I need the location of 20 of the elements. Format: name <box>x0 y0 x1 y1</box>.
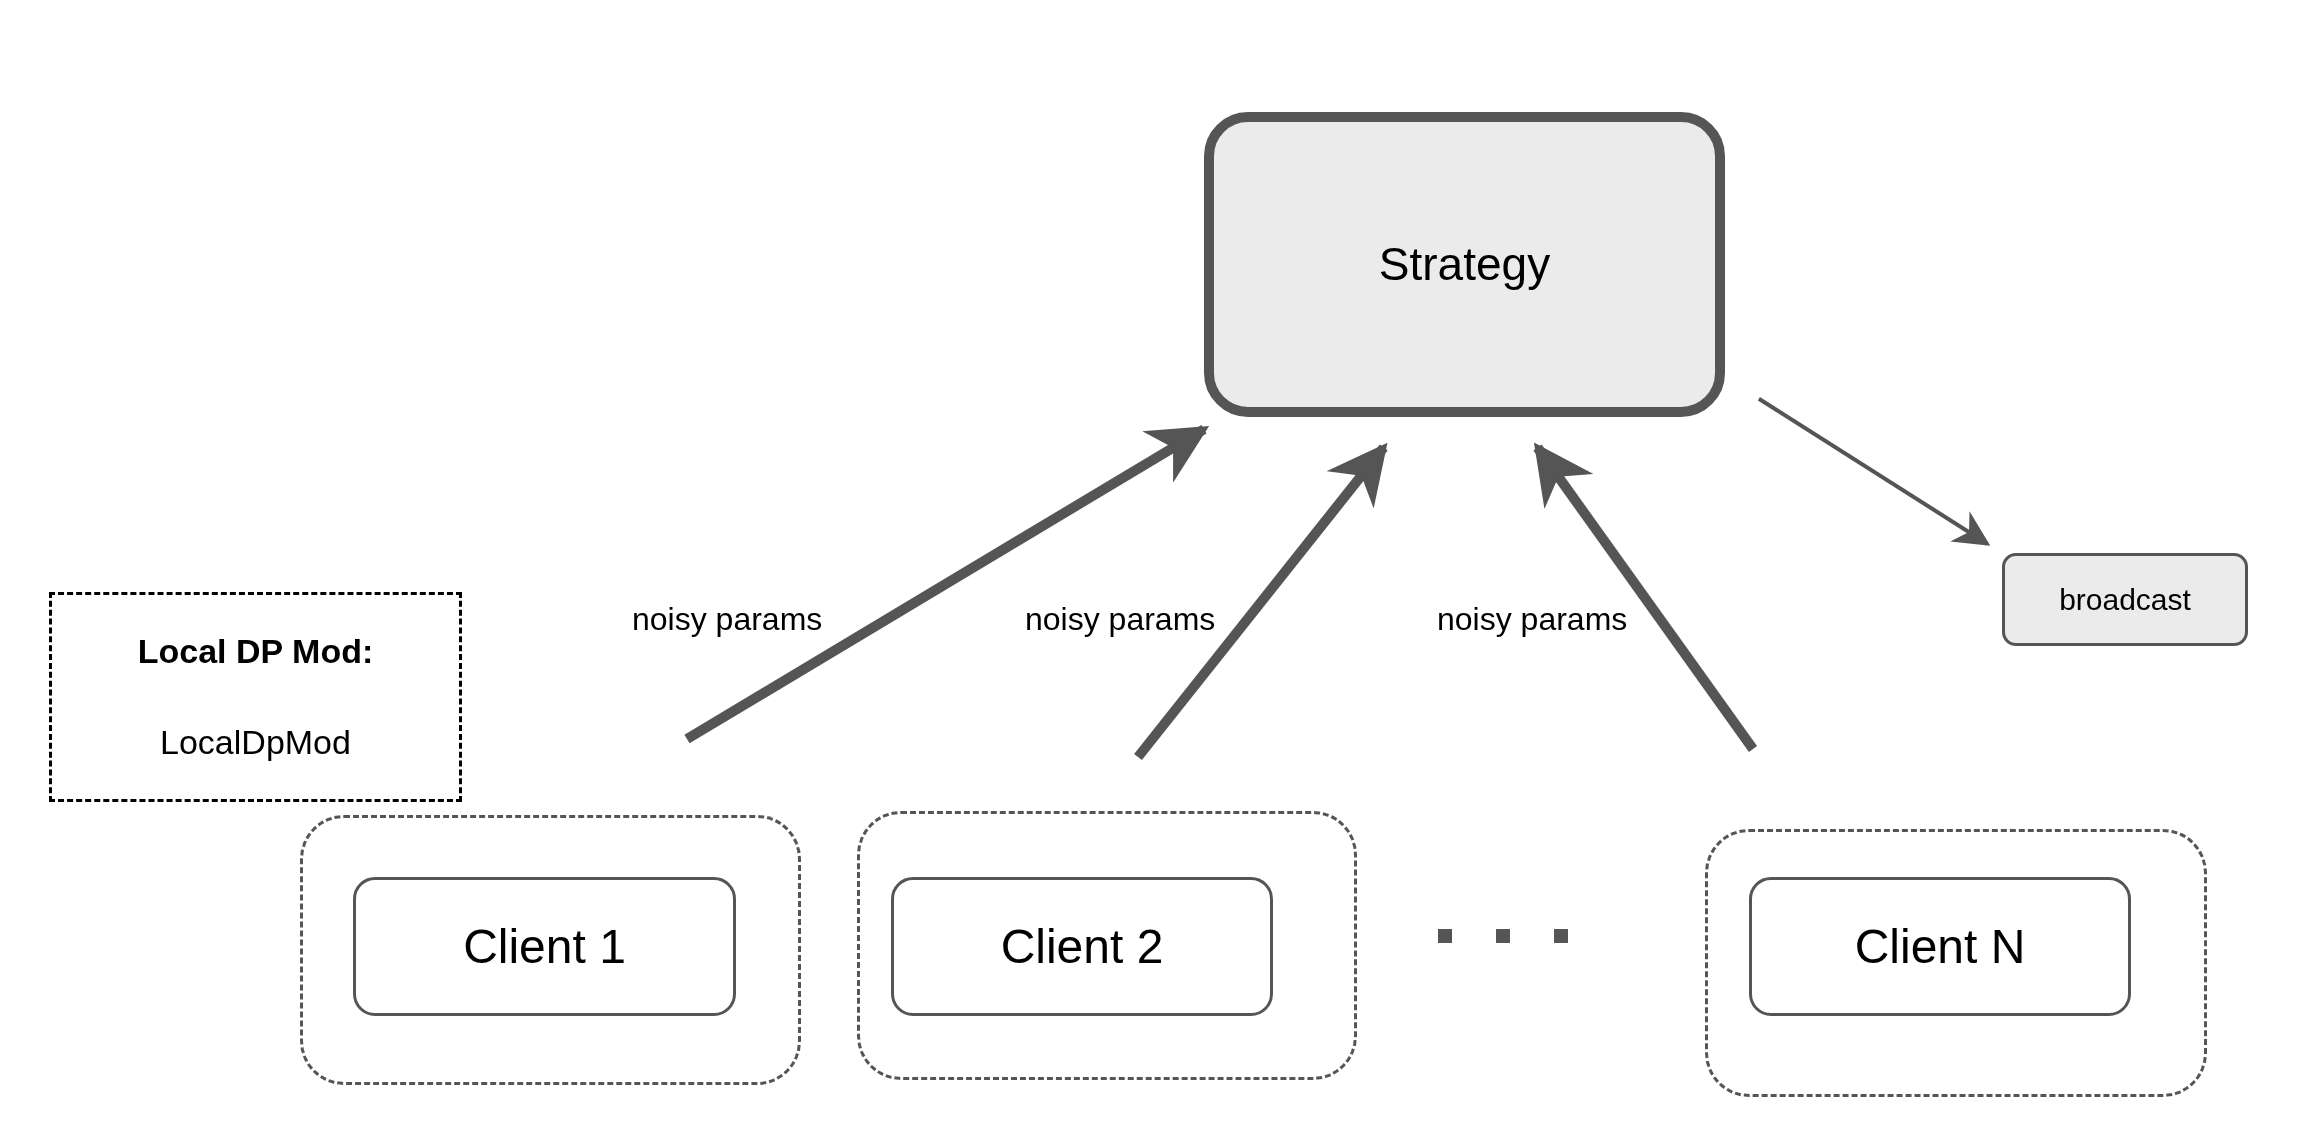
group-box <box>857 811 1357 1080</box>
arrow <box>1134 442 1388 761</box>
box-text: broadcast <box>2059 582 2191 618</box>
box-text: Client N <box>1854 918 2026 975</box>
process-box <box>891 877 1273 1016</box>
box-text: LocalDpMod <box>160 722 351 763</box>
arrow <box>1533 442 1758 752</box>
group-box <box>1705 829 2207 1097</box>
box-text: Strategy <box>1378 237 1551 292</box>
box-text: Client 2 <box>1000 918 1164 975</box>
box-heading: Local DP Mod: <box>137 631 374 672</box>
process-box <box>1749 877 2131 1016</box>
arrow <box>1757 397 1991 546</box>
note-box <box>49 592 462 802</box>
arrow <box>684 424 1210 744</box>
group-box <box>300 815 801 1085</box>
process-box <box>1204 112 1725 417</box>
process-box <box>353 877 736 1016</box>
process-box <box>2002 553 2248 646</box>
box-text: Client 1 <box>463 918 626 975</box>
